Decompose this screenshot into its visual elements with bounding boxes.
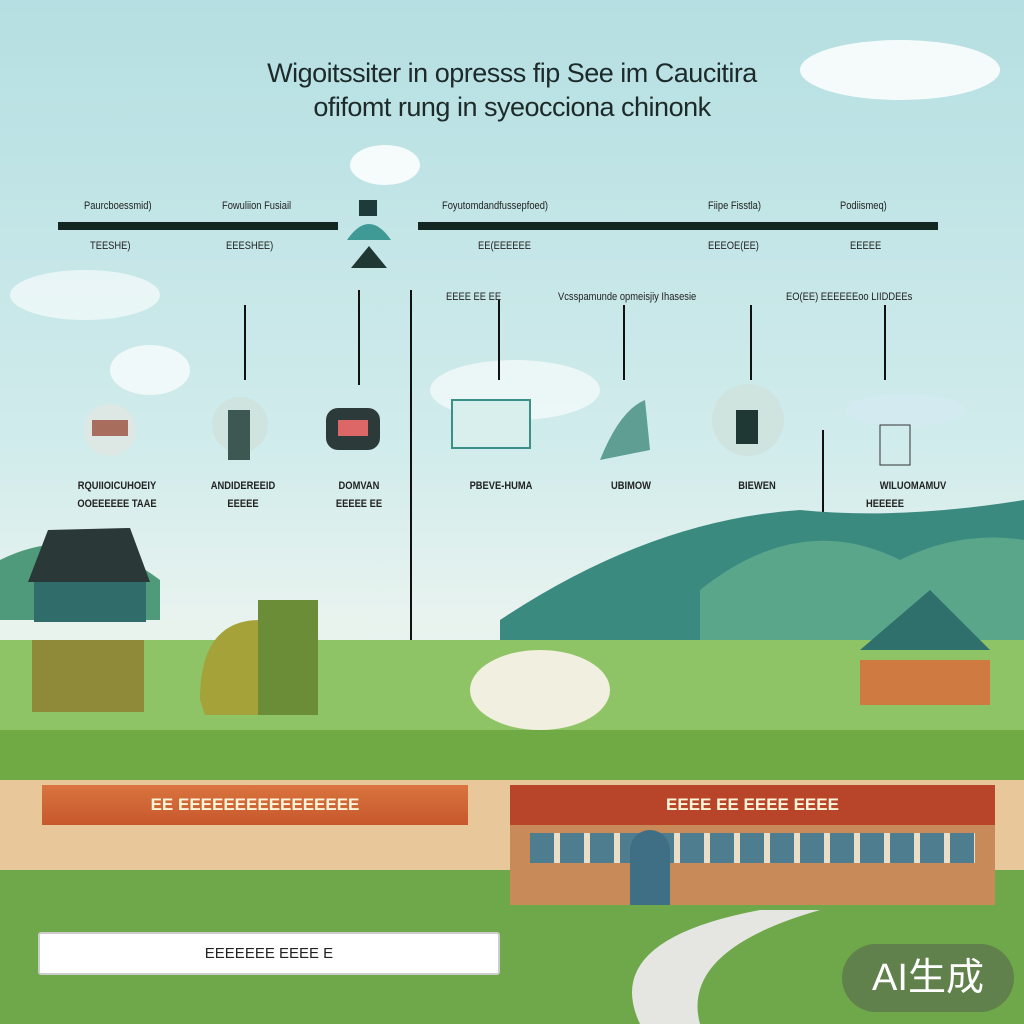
timeline-top-label: Paurcboessmid) (84, 200, 152, 212)
icon-label: UBIMOW (610, 480, 651, 492)
title-line-2: ofifomt rung in syeocciona chinonk (313, 92, 711, 122)
building: EEEE EE EEEE EEEE (510, 785, 995, 905)
icon-label: HEEEEE (866, 498, 904, 510)
watermark: AI生成 (842, 944, 1014, 1012)
mid-label: EO(EE) EEEEEEoo LIIDDEEs (786, 291, 913, 303)
icon-row (84, 384, 965, 466)
title-line-1: Wigoitssiter in opresss fip See im Cauci… (267, 58, 757, 88)
icon-label: RQUIIOICUHOEIY (77, 480, 157, 492)
mid-label: Vcsspamunde opmeisjiy Ihasesie (558, 291, 697, 303)
icon-label: PBEVE-HUMA (469, 480, 533, 492)
arrow-line (358, 290, 360, 385)
timeline-bar-right (418, 222, 938, 230)
timeline-top-label: Foyutomdandfussepfoed) (442, 200, 549, 212)
connector-line (410, 290, 412, 690)
cloud (10, 270, 160, 320)
document-icon (451, 399, 531, 449)
timeline-top-label: Fowuliion Fusiail (222, 200, 292, 212)
icon-label: EEEEE EE (335, 498, 383, 510)
icon-label: DOMVAN (338, 480, 380, 492)
timeline-top-label: Podiismeq) (840, 200, 887, 212)
left-sign: EE EEEEEEEEEEEEEEEE (42, 785, 468, 825)
timeline-bottom-label: TEESHE) (90, 240, 131, 252)
timeline-bottom-label: EEEOE(EE) (708, 240, 759, 252)
arrow-line (244, 305, 246, 380)
pagoda-roof (28, 528, 150, 582)
arrow-line (498, 300, 500, 380)
cloud (800, 40, 1000, 100)
arrow-line (884, 305, 886, 380)
arrow-line (750, 305, 752, 380)
cloud (110, 345, 190, 395)
timeline-bar-left (58, 222, 338, 230)
crane-icon (600, 400, 650, 460)
mid-label: EEEE EE EE (446, 291, 502, 303)
icon-label: EEEEE (227, 498, 259, 510)
timeline-bottom-label: EEEEE (850, 240, 882, 252)
icon-label: ANDIDEREEID (210, 480, 276, 492)
building-sign: EEEE EE EEEE EEEE (510, 785, 995, 825)
bottom-box-text: EEEEEEE EEEE E (204, 945, 334, 962)
bell-icon (343, 200, 395, 272)
timeline-bottom-label: EEESHEE) (226, 240, 274, 252)
icon-label: OOEEEEEE TAAE (77, 498, 157, 510)
cloud-icon (845, 394, 965, 426)
timeline-top-label: Fiipe Fisstla) (708, 200, 761, 212)
cloud (350, 145, 420, 185)
timeline-bottom-label: EE(EEEEEE (478, 240, 532, 252)
icon-label: WILUOMAMUV (879, 480, 947, 492)
arrow-line (623, 305, 625, 380)
bottom-box: EEEEEEE EEEE E (38, 932, 500, 975)
temple-roof (860, 590, 990, 650)
icon-label: BIEWEN (738, 480, 776, 492)
